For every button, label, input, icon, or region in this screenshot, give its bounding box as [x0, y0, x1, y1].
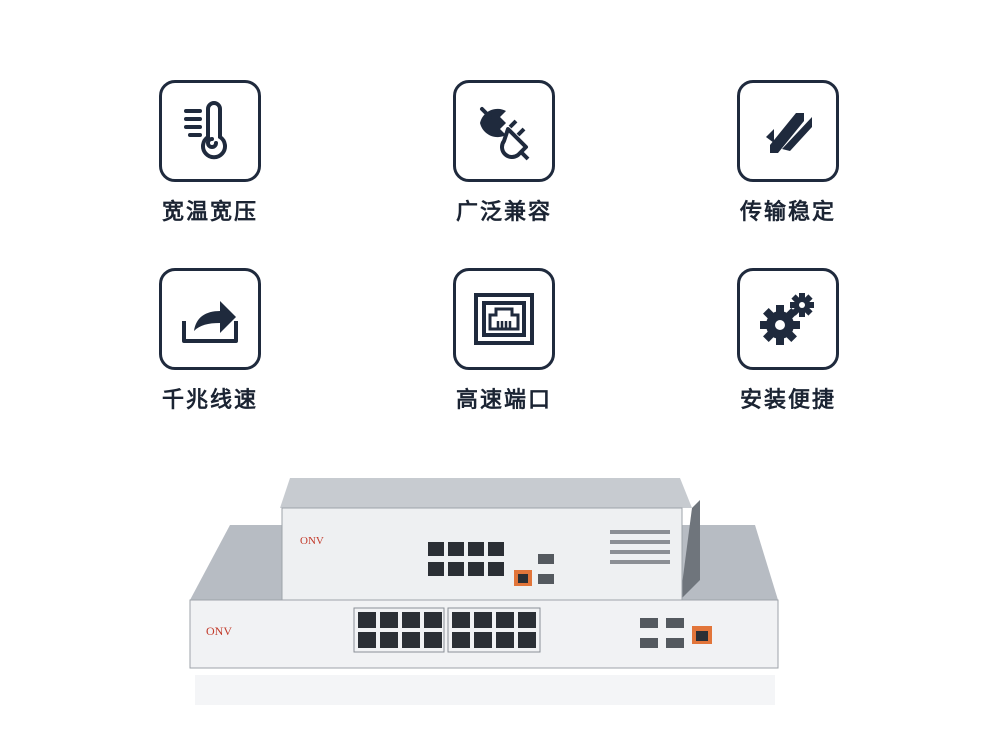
feature-high-speed-port: 高速端口 — [424, 268, 584, 414]
feature-stable-transmission: 传输稳定 — [708, 80, 868, 226]
bottom-brand-logo: ONV — [206, 624, 232, 638]
share-arrow-icon — [159, 268, 261, 370]
bottom-rj45-ports — [353, 607, 541, 653]
feature-label: 安装便捷 — [739, 388, 836, 413]
feature-easy-installation: 安装便捷 — [708, 268, 868, 414]
feature-label: 高速端口 — [455, 388, 552, 413]
ethernet-port-icon — [453, 268, 555, 370]
feature-wide-temperature: 宽温宽压 — [130, 80, 290, 226]
top-brand-logo: ONV — [300, 535, 324, 547]
feature-compatibility: 广泛兼容 — [424, 80, 584, 226]
feature-label: 千兆线速 — [161, 388, 258, 413]
transfer-arrows-icon — [737, 80, 839, 182]
top-sfp-ports — [538, 554, 554, 584]
gears-icon — [737, 268, 839, 370]
feature-gigabit: 千兆线速 — [130, 268, 290, 414]
thermometer-icon — [159, 80, 261, 182]
feature-label: 宽温宽压 — [161, 200, 258, 225]
feature-label: 传输稳定 — [739, 200, 836, 225]
feature-label: 广泛兼容 — [455, 200, 552, 225]
top-vent-holes — [610, 530, 670, 564]
bottom-sfp-ports — [640, 618, 684, 648]
switches-illustration: ONV ONV — [189, 478, 779, 705]
top-rj45-ports — [428, 542, 504, 576]
product-switches-image: ONV ONV — [180, 470, 800, 733]
plug-icon — [453, 80, 555, 182]
